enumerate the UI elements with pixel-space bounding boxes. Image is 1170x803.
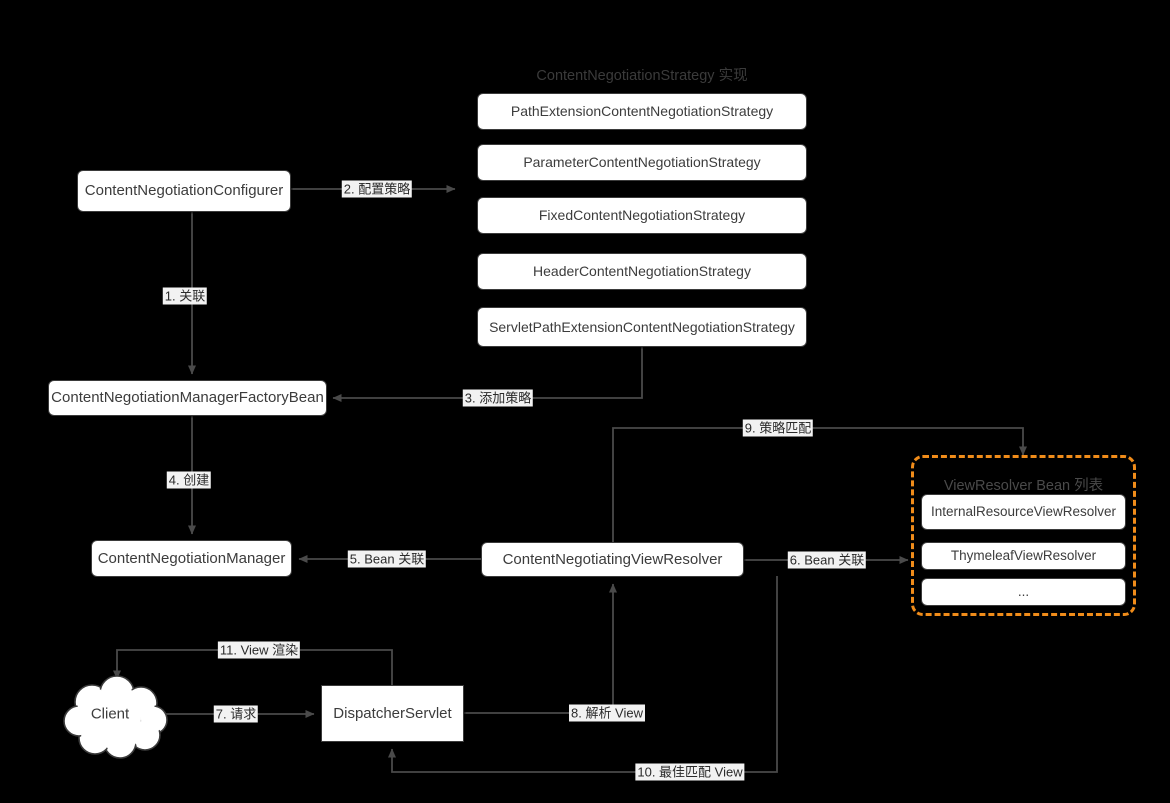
strategy-box-servlet-path-extension[interactable]: ServletPathExtensionContentNegotiationSt… bbox=[477, 307, 807, 347]
strategy-box-fixed[interactable]: FixedContentNegotiationStrategy bbox=[477, 197, 807, 234]
edge-8-path bbox=[464, 583, 617, 714]
viewresolver-box-more[interactable]: ... bbox=[921, 578, 1126, 606]
edge-label-3: 3. 添加策略 bbox=[462, 389, 534, 407]
cloud-shape-icon bbox=[63, 675, 168, 759]
edge-10-path bbox=[388, 576, 778, 773]
edge-label-4: 4. 创建 bbox=[166, 471, 212, 489]
strategy-box-path-extension[interactable]: PathExtensionContentNegotiationStrategy bbox=[477, 93, 807, 130]
edge-label-11: 11. View 渲染 bbox=[217, 641, 301, 659]
edge-label-1: 1. 关联 bbox=[162, 287, 208, 305]
node-content-negotiation-manager[interactable]: ContentNegotiationManager bbox=[91, 540, 292, 577]
strategy-box-parameter[interactable]: ParameterContentNegotiationStrategy bbox=[477, 144, 807, 181]
edge-label-9: 9. 策略匹配 bbox=[742, 419, 814, 437]
strategy-group-title: ContentNegotiationStrategy 实现 bbox=[536, 68, 748, 84]
viewresolver-bean-list-group bbox=[911, 455, 1136, 616]
viewresolver-box-thymeleaf[interactable]: ThymeleafViewResolver bbox=[921, 542, 1126, 570]
node-content-negotiation-manager-factory-bean[interactable]: ContentNegotiationManagerFactoryBean bbox=[48, 380, 327, 416]
edge-label-7: 7. 请求 bbox=[213, 705, 259, 723]
node-content-negotiation-configurer[interactable]: ContentNegotiationConfigurer bbox=[77, 170, 291, 212]
viewresolver-group-title: ViewResolver Bean 列表 bbox=[943, 478, 1104, 494]
edge-label-8: 8. 解析 View bbox=[568, 704, 646, 722]
edge-label-2: 2. 配置策略 bbox=[341, 180, 413, 198]
viewresolver-box-internal-resource[interactable]: InternalResourceViewResolver bbox=[921, 494, 1126, 530]
node-dispatcher-servlet[interactable]: DispatcherServlet bbox=[321, 685, 464, 742]
strategy-box-header[interactable]: HeaderContentNegotiationStrategy bbox=[477, 253, 807, 290]
edge-label-10: 10. 最佳匹配 View bbox=[635, 763, 745, 781]
node-client-label: Client bbox=[90, 705, 130, 723]
node-content-negotiating-view-resolver[interactable]: ContentNegotiatingViewResolver bbox=[481, 542, 744, 577]
edge-label-5: 5. Bean 关联 bbox=[347, 550, 427, 568]
edge-label-6: 6. Bean 关联 bbox=[787, 551, 867, 569]
node-client-cloud[interactable] bbox=[62, 672, 172, 765]
